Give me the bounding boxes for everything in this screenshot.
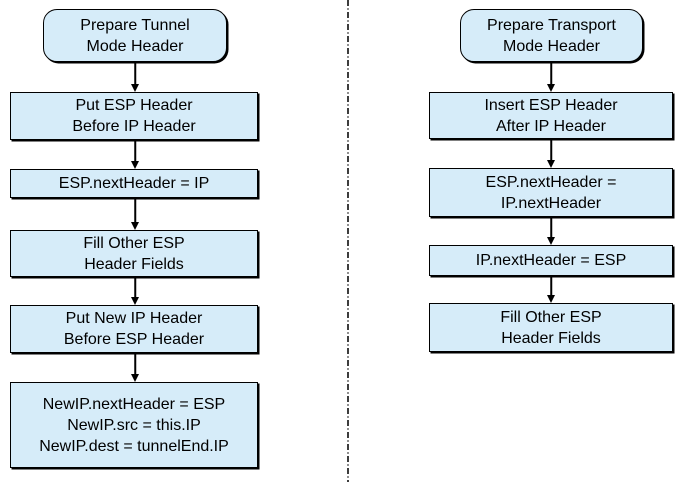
transport-step-esp-nextheader: ESP.nextHeader = IP.nextHeader	[429, 168, 673, 217]
tunnel-step-newip-assignments: NewIP.nextHeader = ESP NewIP.src = this.…	[10, 382, 258, 468]
arrow-down-icon	[130, 353, 140, 382]
arrow-down-icon	[546, 62, 556, 92]
arrow-down-icon	[546, 139, 556, 168]
transport-start-node: Prepare Transport Mode Header	[460, 9, 643, 62]
transport-step-insert-esp-header: Insert ESP Header After IP Header	[429, 92, 673, 139]
arrow-down-icon	[546, 276, 556, 303]
tunnel-start-node: Prepare Tunnel Mode Header	[43, 9, 227, 62]
tunnel-step-put-new-ip-header: Put New IP Header Before ESP Header	[10, 305, 258, 353]
mode-divider-dashed-line	[347, 0, 349, 482]
transport-step-ip-nextheader: IP.nextHeader = ESP	[429, 245, 673, 276]
arrow-down-icon	[546, 217, 556, 245]
tunnel-step-fill-other-fields: Fill Other ESP Header Fields	[10, 230, 258, 277]
tunnel-step-esp-nextheader: ESP.nextHeader = IP	[10, 169, 258, 198]
transport-step-fill-other-fields: Fill Other ESP Header Fields	[429, 303, 673, 352]
arrow-down-icon	[130, 198, 140, 230]
arrow-down-icon	[130, 277, 140, 305]
tunnel-step-put-esp-header: Put ESP Header Before IP Header	[10, 92, 258, 140]
arrow-down-icon	[130, 140, 140, 169]
arrow-down-icon	[130, 62, 140, 92]
